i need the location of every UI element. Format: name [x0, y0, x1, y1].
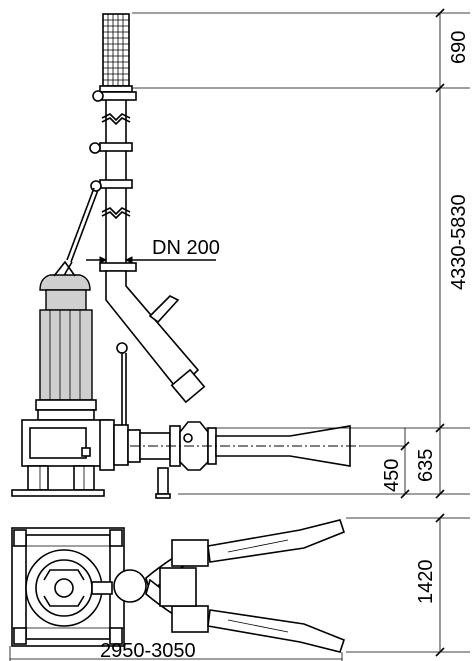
discharge-column — [89, 90, 137, 272]
outlet-coupling — [113, 421, 360, 499]
elevation-view — [11, 13, 360, 499]
dim-plan-width-label: 1420 — [415, 560, 437, 605]
dim-column-label: 4330-5830 — [448, 194, 470, 290]
vent-strainer — [99, 13, 133, 93]
pump-base — [11, 419, 115, 497]
dimensions-elevation — [86, 8, 470, 499]
bend-pipe — [105, 270, 206, 430]
pipe-size-label: DN 200 — [152, 237, 220, 259]
dim-plan-length-label: 2950-3050 — [100, 640, 196, 661]
dimensions-plan — [9, 513, 470, 661]
dim-outlet-low-label: 450 — [381, 459, 403, 492]
dim-top-label: 690 — [448, 31, 470, 64]
dim-outlet-high-label: 635 — [415, 449, 437, 482]
submersible-pump — [35, 260, 97, 421]
plan-view — [11, 519, 345, 653]
